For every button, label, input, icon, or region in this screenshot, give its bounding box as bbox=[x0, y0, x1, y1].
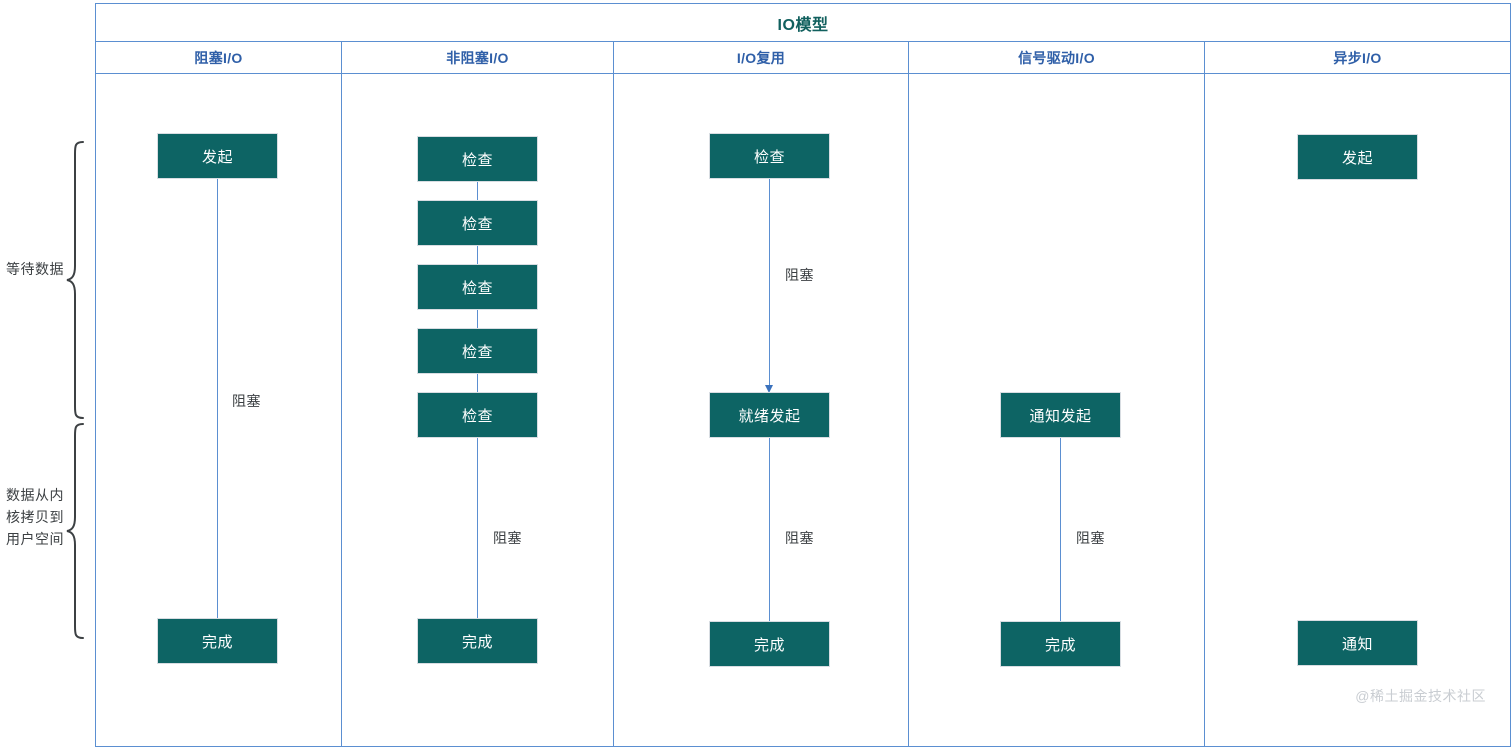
box-check-1[interactable]: 检查 bbox=[417, 136, 538, 182]
side-brace-waiting-data: 等待数据 bbox=[0, 140, 95, 420]
edge-label-block: 阻塞 bbox=[493, 530, 522, 546]
box-check-5[interactable]: 检查 bbox=[417, 392, 538, 438]
connector-line bbox=[769, 438, 770, 634]
connector-line bbox=[217, 179, 218, 631]
column-signal-driven-io: 通知发起 阻塞 完成 bbox=[909, 74, 1205, 746]
curly-brace-icon bbox=[66, 423, 84, 639]
watermark-text: @稀土掘金技术社区 bbox=[1355, 688, 1486, 704]
edge-label-block: 阻塞 bbox=[232, 393, 261, 409]
connector-line bbox=[1060, 438, 1061, 634]
column-header-blocking-io: 阻塞I/O bbox=[96, 42, 342, 73]
edge-label-block-bottom: 阻塞 bbox=[785, 530, 814, 546]
column-io-multiplexing: 检查 阻塞 就绪发起 阻塞 完成 bbox=[614, 74, 909, 746]
box-complete[interactable]: 完成 bbox=[1000, 621, 1121, 667]
io-model-table: IO模型 阻塞I/O 非阻塞I/O I/O复用 信号驱动I/O 异步I/O bbox=[95, 3, 1511, 747]
box-initiate[interactable]: 发起 bbox=[157, 133, 278, 179]
diagram-body: 发起 阻塞 完成 检查 检查 检查 检查 检查 阻塞 完成 bbox=[96, 74, 1510, 746]
box-notify-initiate[interactable]: 通知发起 bbox=[1000, 392, 1121, 438]
arrow-head-icon bbox=[765, 385, 773, 393]
column-header-nonblocking-io: 非阻塞I/O bbox=[342, 42, 614, 73]
column-header-label: I/O复用 bbox=[736, 49, 786, 66]
column-header-async-io: 异步I/O bbox=[1205, 42, 1510, 73]
connector-line bbox=[477, 182, 478, 200]
column-header-label: 异步I/O bbox=[1333, 49, 1382, 66]
column-header-label: 阻塞I/O bbox=[194, 49, 243, 66]
column-header-label: 信号驱动I/O bbox=[1018, 49, 1095, 66]
edge-label-block: 阻塞 bbox=[1076, 530, 1105, 546]
connector-line bbox=[477, 246, 478, 264]
connector-line bbox=[477, 438, 478, 631]
box-complete[interactable]: 完成 bbox=[157, 618, 278, 664]
side-label-copy-data: 数据从内核拷贝到用户空间 bbox=[6, 487, 64, 547]
column-header-label: 非阻塞I/O bbox=[446, 49, 509, 66]
connector-line bbox=[477, 374, 478, 392]
box-check-2[interactable]: 检查 bbox=[417, 200, 538, 246]
box-check-4[interactable]: 检查 bbox=[417, 328, 538, 374]
box-check[interactable]: 检查 bbox=[709, 133, 830, 179]
box-complete[interactable]: 完成 bbox=[417, 618, 538, 664]
page-title: IO模型 bbox=[777, 16, 829, 34]
column-header-row: 阻塞I/O 非阻塞I/O I/O复用 信号驱动I/O 异步I/O bbox=[96, 42, 1510, 74]
box-check-3[interactable]: 检查 bbox=[417, 264, 538, 310]
column-nonblocking-io: 检查 检查 检查 检查 检查 阻塞 完成 bbox=[342, 74, 614, 746]
box-ready-initiate[interactable]: 就绪发起 bbox=[709, 392, 830, 438]
curly-brace-icon bbox=[66, 141, 84, 419]
side-brace-copy-data: 数据从内核拷贝到用户空间 bbox=[0, 422, 95, 640]
column-async-io: 发起 通知 bbox=[1205, 74, 1510, 746]
box-complete[interactable]: 完成 bbox=[709, 621, 830, 667]
box-initiate[interactable]: 发起 bbox=[1297, 134, 1418, 180]
connector-line bbox=[769, 179, 770, 390]
side-label-waiting-data: 等待数据 bbox=[6, 261, 64, 277]
column-header-io-multiplexing: I/O复用 bbox=[614, 42, 909, 73]
box-notify[interactable]: 通知 bbox=[1297, 620, 1418, 666]
column-blocking-io: 发起 阻塞 完成 bbox=[96, 74, 342, 746]
column-header-signal-driven-io: 信号驱动I/O bbox=[909, 42, 1205, 73]
edge-label-block-top: 阻塞 bbox=[785, 267, 814, 283]
diagram-title-row: IO模型 bbox=[96, 4, 1510, 42]
connector-line bbox=[477, 310, 478, 328]
